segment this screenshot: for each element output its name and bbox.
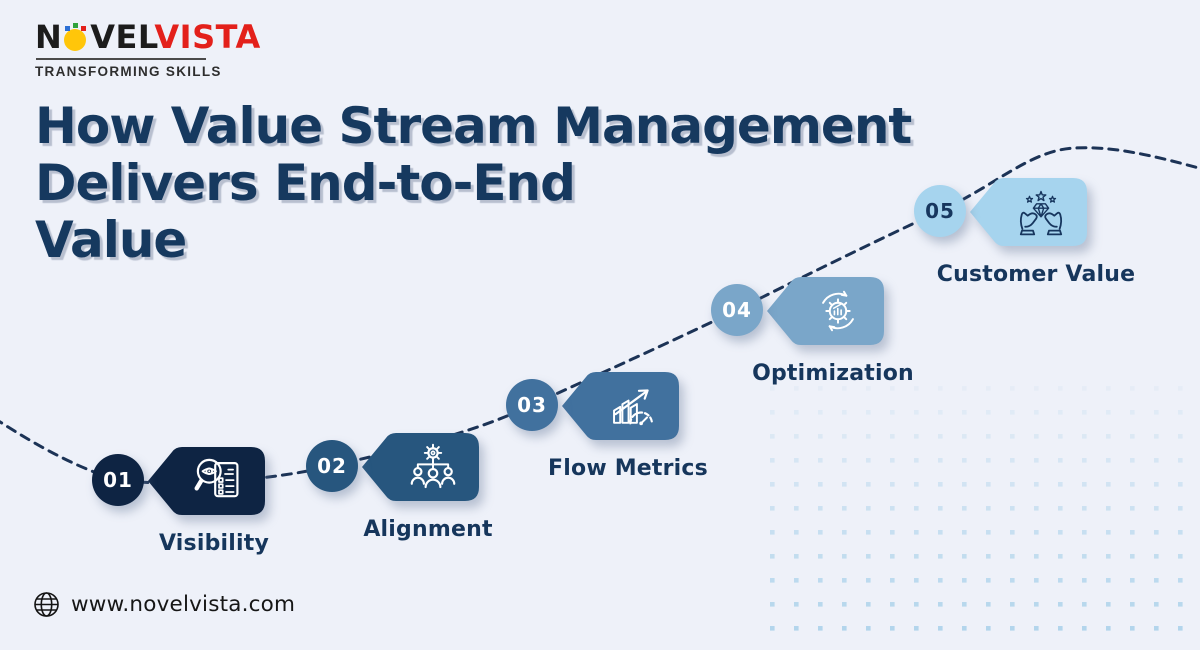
title-line-2: Delivers End-to-End bbox=[35, 154, 576, 212]
magnifier-document-icon bbox=[194, 458, 239, 498]
hands-diamond-icon bbox=[1019, 190, 1063, 236]
page-title: How Value Stream Management Delivers End… bbox=[35, 97, 912, 269]
step-label: Alignment bbox=[363, 517, 493, 542]
step-number-badge: 02 bbox=[306, 440, 358, 492]
step-label: Customer Value bbox=[936, 262, 1136, 287]
logo-tagline: TRANSFORMING SKILLS bbox=[35, 64, 222, 79]
lightbulb-icon bbox=[63, 23, 89, 51]
step-number-badge: 05 bbox=[914, 185, 966, 237]
logo-vista: VISTA bbox=[154, 18, 261, 56]
logo-vel: VEL bbox=[90, 18, 155, 56]
team-gear-icon bbox=[410, 443, 456, 489]
step-number-badge: 04 bbox=[711, 284, 763, 336]
dot-grid-pattern bbox=[770, 386, 1200, 650]
website-bar: www.novelvista.com bbox=[33, 591, 295, 618]
step-label: Flow Metrics bbox=[548, 456, 708, 481]
step-tag-shape bbox=[970, 178, 1087, 246]
logo-n: N bbox=[35, 18, 63, 56]
step-label: Optimization bbox=[752, 361, 914, 386]
chart-gauge-icon bbox=[613, 389, 654, 426]
website-url: www.novelvista.com bbox=[71, 592, 296, 617]
step-number-badge: 03 bbox=[506, 379, 558, 431]
globe-icon bbox=[34, 592, 59, 617]
gear-cycle-icon bbox=[822, 290, 854, 332]
novelvista-logo: N VELVISTA TRANSFORMING SKILLS bbox=[35, 20, 261, 79]
step-tag-shape bbox=[362, 433, 479, 501]
step-label: Visibility bbox=[158, 531, 270, 556]
step-number-badge: 01 bbox=[92, 454, 144, 506]
title-line-1: How Value Stream Management bbox=[35, 97, 912, 155]
logo-divider bbox=[36, 58, 206, 60]
title-line-3: Value bbox=[35, 211, 187, 269]
logo-wordmark: N VELVISTA bbox=[35, 20, 261, 54]
